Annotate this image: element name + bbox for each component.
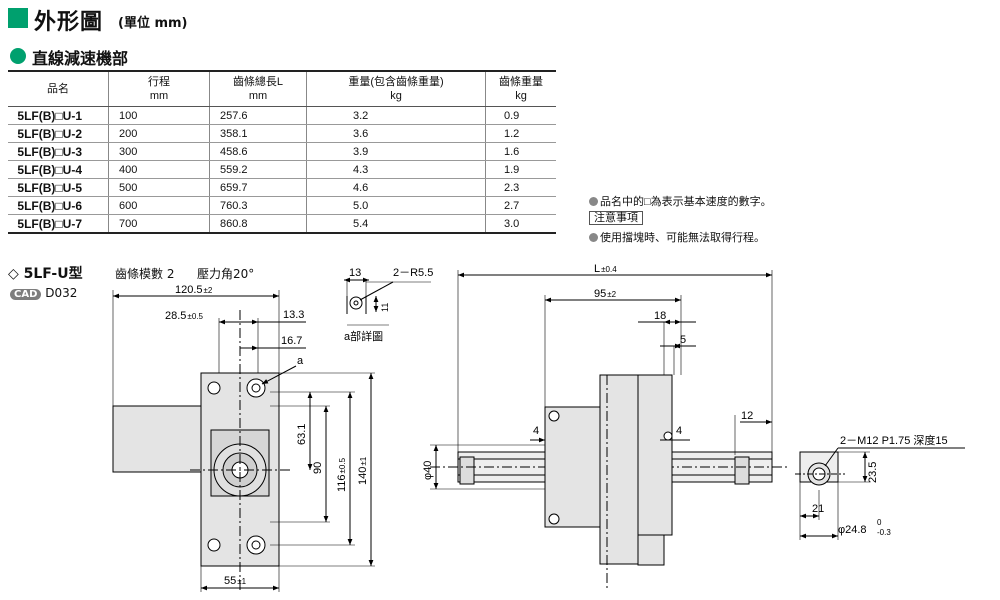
svg-text:13.3: 13.3 — [283, 309, 304, 321]
bullet-icon — [589, 233, 598, 242]
cad-code: D032 — [45, 286, 78, 300]
unit-label: (單位 mm) — [118, 16, 188, 31]
svg-text:63.1: 63.1 — [296, 424, 308, 445]
cad-badge: CAD — [10, 289, 42, 300]
svg-text:55±1: 55±1 — [224, 575, 247, 587]
col-header: 品名 — [8, 70, 109, 107]
svg-text:18: 18 — [654, 310, 666, 322]
svg-text:2－M12 P1.75 深度15: 2－M12 P1.75 深度15 — [840, 433, 948, 447]
front-view — [112, 290, 375, 592]
section-title: 直線減速機部 — [32, 49, 129, 68]
module-label: 齒條模數 2 — [115, 267, 175, 281]
svg-text:140±1: 140±1 — [357, 456, 369, 485]
svg-text:2－R5.5: 2－R5.5 — [393, 267, 433, 279]
end-view — [795, 447, 965, 540]
svg-text:12: 12 — [741, 410, 753, 422]
svg-text:φ40: φ40 — [422, 461, 434, 480]
a-detail-view — [344, 277, 431, 326]
svg-text:a部詳圖: a部詳圖 — [344, 329, 383, 343]
svg-text:φ24.8: φ24.8 — [838, 524, 867, 536]
model-title: ◇ 5LF-U型 — [8, 266, 83, 282]
cad-reference: CAD D032 — [10, 286, 77, 300]
page-title: 外形圖 — [34, 10, 104, 35]
svg-text:5: 5 — [680, 334, 686, 346]
notice-label: 注意事項 — [589, 209, 643, 225]
svg-text:4: 4 — [676, 425, 682, 437]
svg-text:11: 11 — [380, 303, 390, 312]
note-1: 品名中的□為表示基本速度的數字。 — [589, 193, 772, 209]
svg-text:a: a — [297, 355, 304, 367]
svg-text:0: 0 — [877, 518, 882, 527]
svg-text:-0.3: -0.3 — [877, 528, 891, 537]
svg-text:4: 4 — [533, 425, 539, 437]
svg-text:95±2: 95±2 — [594, 288, 617, 300]
svg-text:16.7: 16.7 — [281, 335, 302, 347]
svg-text:120.5±2: 120.5±2 — [175, 284, 213, 296]
svg-text:L±0.4: L±0.4 — [594, 263, 617, 275]
svg-text:90: 90 — [312, 462, 324, 474]
col-header: 重量(包含齒條重量)kg — [306, 70, 486, 107]
pressure-angle-label: 壓力角20° — [197, 267, 255, 281]
svg-text:116±0.5: 116±0.5 — [336, 457, 348, 492]
svg-text:23.5: 23.5 — [867, 462, 879, 483]
svg-text:13: 13 — [349, 267, 361, 279]
svg-text:21: 21 — [812, 503, 824, 515]
note-2: 使用擋塊時、可能無法取得行程。 — [589, 229, 765, 245]
bullet-icon — [589, 197, 598, 206]
section-bullet-icon — [10, 48, 26, 64]
side-view — [430, 270, 790, 590]
svg-text:28.5±0.5: 28.5±0.5 — [165, 310, 203, 322]
title-marker — [8, 8, 28, 28]
